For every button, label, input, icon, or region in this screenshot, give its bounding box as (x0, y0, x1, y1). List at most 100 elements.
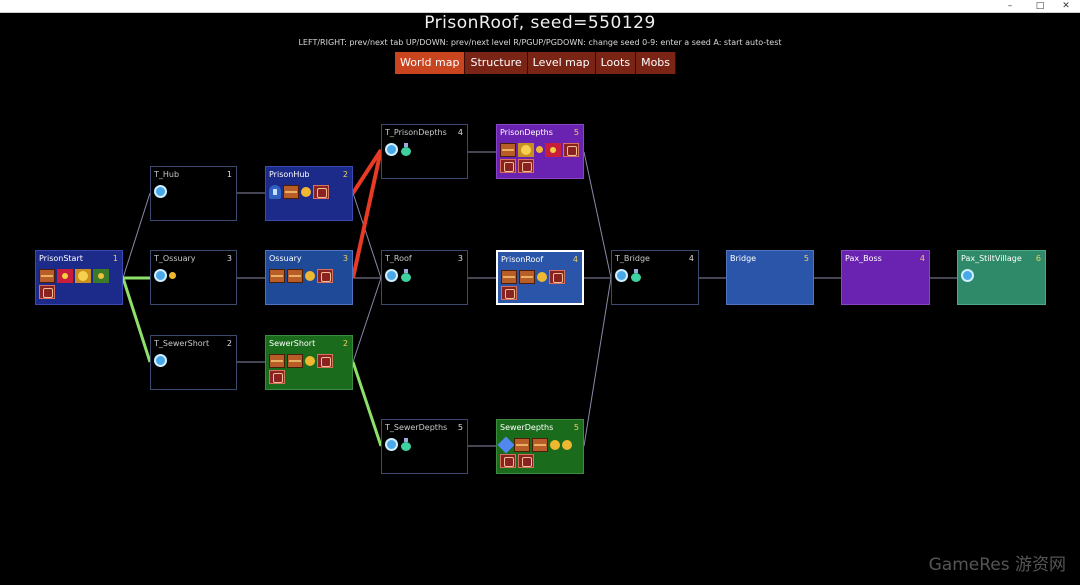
chest-icon (287, 354, 303, 368)
gold-orb-icon (545, 143, 561, 157)
node-t-prison-depths[interactable]: T_PrisonDepths 4 (381, 124, 468, 179)
scroll-icon (39, 285, 55, 299)
node-level: 2 (342, 339, 348, 348)
node-name: T_Bridge (615, 254, 650, 263)
node-bridge[interactable]: Bridge 5 (726, 250, 814, 305)
minimize-button[interactable]: – (1007, 1, 1013, 11)
gold-icon (169, 272, 176, 279)
scroll-icon (518, 159, 534, 173)
node-name: PrisonHub (269, 170, 310, 179)
gold-icon (301, 187, 311, 197)
chest-icon (269, 269, 285, 283)
node-level: 4 (919, 254, 925, 263)
link (583, 151, 612, 279)
node-level: 5 (573, 128, 579, 137)
gold-icon (305, 271, 315, 281)
link (352, 277, 382, 363)
scroll-icon (269, 370, 285, 384)
portal-icon (385, 269, 398, 282)
chest-icon (514, 438, 530, 452)
node-t-ossuary[interactable]: T_Ossuary 3 (150, 250, 237, 305)
portal-icon (385, 438, 398, 451)
node-level: 1 (226, 170, 232, 179)
window-titlebar: – □ ✕ (0, 0, 1080, 13)
close-button[interactable]: ✕ (1062, 1, 1070, 11)
node-t-bridge[interactable]: T_Bridge 4 (611, 250, 699, 305)
scroll-icon (313, 185, 329, 199)
node-t-sewer-short[interactable]: T_SewerShort 2 (150, 335, 237, 390)
node-name: Pax_StiltVillage (961, 254, 1022, 263)
node-pax-boss[interactable]: Pax_Boss 4 (841, 250, 930, 305)
potion-icon (400, 269, 412, 283)
portal-icon (385, 143, 398, 156)
node-name: Pax_Boss (845, 254, 882, 263)
gold-icon (305, 356, 315, 366)
portal-icon (154, 354, 167, 367)
scroll-icon (500, 454, 516, 468)
node-sewer-short[interactable]: SewerShort 2 (265, 335, 353, 390)
node-name: PrisonDepths (500, 128, 553, 137)
node-name: T_Hub (154, 170, 180, 179)
highlight-path (351, 149, 383, 279)
highlight-path (351, 148, 383, 195)
node-prison-roof[interactable]: PrisonRoof 4 (496, 250, 584, 305)
node-level: 3 (457, 254, 463, 263)
highlight-path (121, 277, 152, 363)
tab-mobs[interactable]: Mobs (636, 52, 677, 74)
node-name: Bridge (730, 254, 757, 263)
scroll-icon (317, 354, 333, 368)
node-name: SewerShort (269, 339, 316, 348)
node-sewer-depths[interactable]: SewerDepths 5 (496, 419, 584, 474)
chest-icon (269, 354, 285, 368)
tab-loots[interactable]: Loots (595, 52, 637, 74)
node-ossuary[interactable]: Ossuary 3 (265, 250, 353, 305)
tab-world-map[interactable]: World map (395, 52, 466, 74)
gold-icon (537, 272, 547, 282)
gold-orb-icon (75, 269, 91, 283)
keyboard-help-text: LEFT/RIGHT: prev/next tab UP/DOWN: prev/… (298, 38, 782, 47)
link (122, 192, 151, 279)
lantern-icon (269, 185, 281, 199)
gold-icon (536, 146, 543, 153)
portal-icon (154, 269, 167, 282)
gold-orb-icon (518, 143, 534, 157)
chest-icon (39, 269, 55, 283)
node-t-roof[interactable]: T_Roof 3 (381, 250, 468, 305)
node-prison-hub[interactable]: PrisonHub 2 (265, 166, 353, 221)
tab-level-map[interactable]: Level map (527, 52, 596, 74)
node-pax-stilt-village[interactable]: Pax_StiltVillage 6 (957, 250, 1046, 305)
gold-icon (562, 440, 572, 450)
node-level: 5 (457, 423, 463, 432)
node-t-hub[interactable]: T_Hub 1 (150, 166, 237, 221)
chest-icon (519, 270, 535, 284)
node-level: 5 (803, 254, 809, 263)
node-name: SewerDepths (500, 423, 554, 432)
node-level: 4 (688, 254, 694, 263)
node-level: 3 (342, 254, 348, 263)
chest-icon (500, 143, 516, 157)
node-name: T_PrisonDepths (385, 128, 447, 137)
node-level: 4 (457, 128, 463, 137)
node-t-sewer-depths[interactable]: T_SewerDepths 5 (381, 419, 468, 474)
scroll-icon (518, 454, 534, 468)
potion-icon (400, 143, 412, 157)
node-prison-depths[interactable]: PrisonDepths 5 (496, 124, 584, 179)
scroll-icon (549, 270, 565, 284)
node-name: T_SewerDepths (385, 423, 448, 432)
page-title: PrisonRoof, seed=550129 (424, 13, 656, 33)
watermark: GameRes 游资网 (928, 555, 1066, 575)
maximize-button[interactable]: □ (1035, 1, 1045, 11)
tab-structure[interactable]: Structure (465, 52, 528, 74)
gold-orb-icon (93, 269, 109, 283)
potion-icon (630, 269, 642, 283)
node-name: T_SewerShort (154, 339, 210, 348)
chest-icon (501, 270, 517, 284)
portal-icon (961, 269, 974, 282)
node-name: PrisonRoof (501, 255, 544, 264)
node-name: Ossuary (269, 254, 302, 263)
node-prison-start[interactable]: PrisonStart 1 (35, 250, 123, 305)
node-name: T_Roof (385, 254, 412, 263)
node-level: 2 (226, 339, 232, 348)
node-name: PrisonStart (39, 254, 83, 263)
gold-orb-icon (57, 269, 73, 283)
